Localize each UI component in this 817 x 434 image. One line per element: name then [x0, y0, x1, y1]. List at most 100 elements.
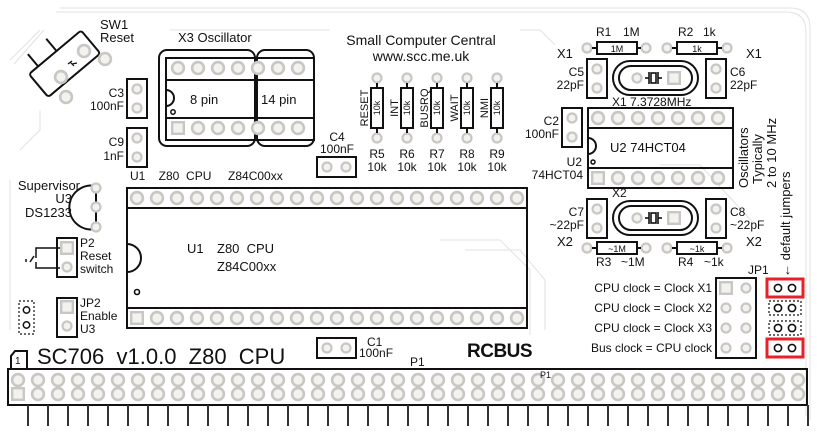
r4-resistor: ~1k: [661, 241, 733, 255]
pullup-ref: R7: [429, 147, 445, 161]
pullup-ref: R9: [489, 147, 505, 161]
svg-text:Typically: Typically: [750, 134, 765, 184]
jp1-row-label: CPU clock = Clock X1: [594, 281, 712, 295]
pullup-body: 10k: [402, 100, 412, 115]
u2-ref: U2: [567, 155, 583, 169]
u1-pad: [169, 190, 185, 206]
r1-resistor: 1M: [581, 41, 652, 55]
u1-part: Z84C00xx: [217, 259, 277, 274]
p1-pad: [70, 372, 86, 388]
p1-pad: [490, 372, 506, 388]
u3-line1: Supervisor: [18, 178, 81, 193]
maker-name: Small Computer Central: [346, 32, 495, 48]
p1-pad: [510, 386, 526, 402]
p1-pad: [110, 372, 126, 388]
p1-pad: [30, 386, 46, 402]
p1-pad: [270, 386, 286, 402]
jumper-pin: [787, 323, 797, 333]
u1-pad: [169, 310, 185, 326]
u1-top-label: U1 Z80 CPU Z84C00xx: [130, 169, 283, 183]
p1-pad: [30, 372, 46, 388]
x2-crystal: [612, 200, 699, 236]
jumper-pin: [773, 343, 783, 353]
jp2-line3: U3: [80, 322, 96, 336]
pullup-value: 10k: [397, 160, 417, 174]
c3-ref: C3: [109, 86, 125, 100]
jumper-pin: [773, 283, 783, 293]
u2-pad: [630, 110, 646, 126]
u1-pad: [389, 310, 405, 326]
p1-pad: [170, 386, 186, 402]
pullup-value: 10k: [487, 160, 507, 174]
p1-pad: [170, 372, 186, 388]
u2-pad: [670, 170, 686, 186]
u1-pad: [269, 310, 285, 326]
jp1-row-label: Bus clock = CPU clock: [591, 341, 713, 355]
jp2-enable-jumper: [18, 297, 78, 338]
p1-pad: [570, 372, 586, 388]
u1-pad: [369, 310, 385, 326]
u1-pad: [130, 311, 144, 325]
c3-capacitor: [126, 78, 148, 119]
p1-pad: [50, 372, 66, 388]
x1-crystal: [612, 60, 699, 96]
pullup-signal: RESET: [359, 89, 371, 126]
p1-pad: [610, 372, 626, 388]
c5-ref: C5: [569, 65, 585, 79]
p1-pad: [450, 386, 466, 402]
jp1-pad: [720, 322, 732, 334]
p1-pad: [10, 372, 26, 388]
p1-pad: [270, 372, 286, 388]
jp1-pad: [740, 342, 752, 354]
u1-pad: [189, 190, 205, 206]
pullup-pad: [401, 72, 413, 84]
u1-pad: [469, 190, 485, 206]
pullup-ref: R6: [399, 147, 415, 161]
jp1-row: CPU clock = Clock X1: [594, 277, 805, 299]
p1-pad: [790, 372, 806, 388]
jp1-pad: [740, 282, 752, 294]
r3-body: ~1M: [608, 244, 626, 254]
u1-pad: [189, 310, 205, 326]
p1-pad: [470, 372, 486, 388]
jp1-pad: [740, 322, 752, 334]
jp1-row-label: CPU clock = Clock X2: [594, 301, 712, 315]
p1-pad: [690, 372, 706, 388]
jp1-row: CPU clock = Clock X2: [594, 300, 802, 316]
p1-pad: [210, 386, 226, 402]
jumper-pin: [787, 343, 797, 353]
pullup-pad: [371, 72, 383, 84]
u1-pad: [249, 190, 265, 206]
x2-label: X2: [612, 186, 627, 200]
x1-label: X1 7.3728MHz: [612, 95, 691, 109]
pullup-body: 10k: [462, 100, 472, 115]
p1-pad: [150, 372, 166, 388]
u1-pad: [369, 190, 385, 206]
u1-pad: [329, 190, 345, 206]
jp1-row: CPU clock = Clock X3: [594, 320, 802, 336]
sw1-reset-switch: [27, 30, 113, 105]
u1-pad: [469, 310, 485, 326]
c6-ref: C6: [730, 65, 746, 79]
c6-value: 22pF: [730, 78, 757, 92]
u1-pad: [249, 310, 265, 326]
jp1-header: [715, 277, 757, 359]
x3-14pin-label: 14 pin: [261, 92, 296, 107]
c9-ref: C9: [109, 135, 125, 149]
p1-pad: [730, 386, 746, 402]
p1-pad: [550, 372, 566, 388]
maker-website: www.scc.me.uk: [372, 48, 470, 64]
p1-pad: [670, 386, 686, 402]
p2-reset-header: [25, 237, 78, 278]
pullup-signal: NMI: [479, 98, 491, 118]
pullup-pad: [401, 132, 413, 144]
u1-pad: [289, 310, 305, 326]
x3-label: X3 Oscillator: [178, 30, 252, 45]
pullup-pad: [491, 132, 503, 144]
p1-pad: [310, 372, 326, 388]
p1-pad: [310, 386, 326, 402]
u2-pad: [690, 110, 706, 126]
